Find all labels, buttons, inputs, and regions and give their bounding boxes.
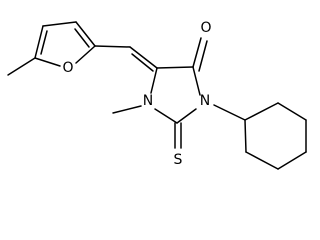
bond-furan-to-methine — [94, 45, 131, 48]
atom-label-carbonyl-oxygen: O — [200, 20, 211, 36]
bond-furan-c4-c3 — [42, 21, 77, 27]
bond-carbonyl-1 — [192, 37, 202, 68]
atom-label-thione-sulfur: S — [174, 152, 183, 168]
atom-labels: O O N N S — [62, 20, 211, 168]
bond-cyhex-2 — [277, 102, 307, 121]
atom-label-furan-oxygen: O — [62, 60, 73, 76]
bond-n-cyclohexyl — [213, 104, 246, 121]
atom-label-nitrogen-1: N — [143, 93, 153, 109]
bond-furan-c3-c2 — [75, 21, 96, 47]
bond-cyhex-5 — [245, 151, 279, 170]
bond-c4-n3 — [192, 66, 201, 96]
bond-carbonyl-2 — [198, 40, 208, 72]
bond-c2-n1 — [154, 108, 178, 124]
structure-diagram: O O N N S — [7, 20, 307, 170]
bond-methine-to-c5-inner — [131, 53, 154, 72]
bond-n1-c5 — [150, 67, 158, 94]
bond-furan-c2-o — [75, 45, 96, 64]
bond-cyhex-1 — [244, 102, 279, 121]
bond-furan-c5-c4-inner — [40, 30, 48, 55]
atom-label-nitrogen-3: N — [200, 93, 210, 109]
bond-cyhex-4 — [277, 151, 307, 170]
bond-n-methyl — [112, 105, 142, 114]
bond-furan-c3-c2-inner — [74, 28, 90, 48]
bond-methine-to-c5 — [129, 46, 158, 69]
bond-furan-c5-c4 — [34, 25, 44, 59]
bond-methyl-furan — [7, 57, 36, 76]
bond-furan-o-c5 — [34, 57, 61, 67]
bond-c5-c4 — [156, 66, 194, 69]
bond-n3-c2 — [176, 108, 197, 124]
bond-cyhex-6 — [244, 119, 247, 153]
bond-lines — [7, 21, 307, 170]
